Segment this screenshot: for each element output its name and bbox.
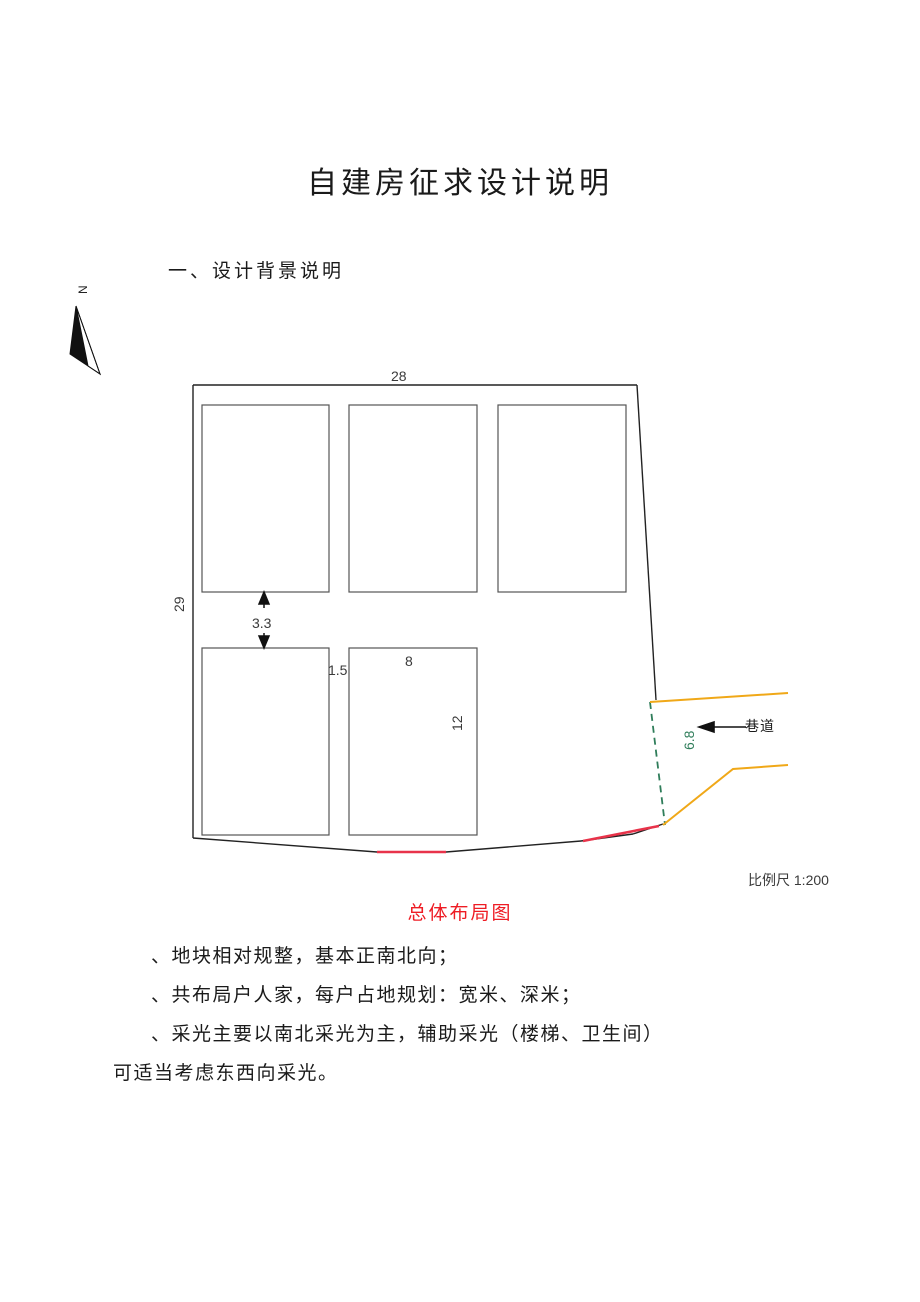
body-paragraph-3: 、采光主要以南北采光为主，辅助采光（楼梯、卫生间） bbox=[151, 1024, 664, 1045]
alley-label: 巷道 bbox=[745, 720, 775, 735]
building-block bbox=[348, 404, 478, 593]
dimension-label-building-width: 8 bbox=[405, 653, 413, 669]
building-blocks-top-row bbox=[201, 404, 627, 593]
figure-caption: 总体布局图 bbox=[407, 903, 513, 924]
body-text-block: 、地块相对规整，基本正南北向； 、共布局户人家，每户占地规划：宽米、深米； 、采… bbox=[113, 938, 813, 1094]
building-blocks-bottom-row bbox=[201, 647, 478, 836]
plot-boundary bbox=[192, 384, 664, 853]
building-block bbox=[348, 647, 478, 836]
dimension-label-top-width: 28 bbox=[391, 368, 407, 384]
page-title: 自建房征求设计说明 bbox=[307, 167, 613, 200]
scale-label: 比例尺 1:200 bbox=[748, 872, 829, 888]
road-edge-lines bbox=[649, 692, 789, 826]
alley-width-dashed-line bbox=[649, 701, 666, 826]
body-paragraph-2: 、共布局户人家，每户占地规划：宽米、深米； bbox=[151, 985, 582, 1006]
building-block bbox=[201, 647, 330, 836]
body-paragraph-4: 可适当考虑东西向采光。 bbox=[113, 1063, 339, 1084]
building-block bbox=[201, 404, 330, 593]
dimension-label-row-gap: 3.3 bbox=[252, 615, 272, 631]
body-paragraph-1: 、地块相对规整，基本正南北向； bbox=[151, 946, 459, 967]
section-heading: 一、设计背景说明 bbox=[168, 261, 345, 282]
dimension-label-building-gap: 1.5 bbox=[328, 662, 348, 678]
dimension-label-alley-width: 6.8 bbox=[681, 730, 697, 750]
dimension-label-left-height: 29 bbox=[171, 596, 187, 612]
building-block bbox=[497, 404, 627, 593]
north-arrow-icon bbox=[69, 305, 101, 376]
site-plan-drawing bbox=[192, 384, 789, 854]
boundary-highlight-red bbox=[377, 824, 660, 854]
row-gap-dimension-arrow bbox=[257, 590, 271, 650]
dimension-label-building-depth: 12 bbox=[449, 715, 465, 731]
alley-direction-arrow bbox=[696, 720, 746, 734]
